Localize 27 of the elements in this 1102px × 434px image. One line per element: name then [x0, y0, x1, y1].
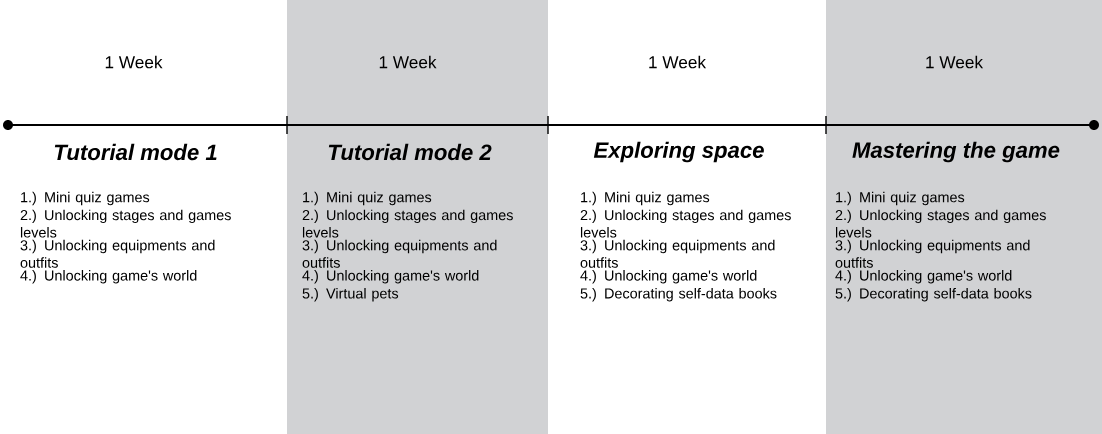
list-item: 4.) Unlocking game's world [302, 270, 479, 284]
list-item: 5.) Virtual pets [302, 287, 399, 302]
list-item: 4.) Unlocking game's world [20, 270, 197, 284]
duration-label: 1 Week [926, 55, 984, 69]
list-item: 3.) Unlocking equipments and outfits [580, 239, 775, 268]
list-item: 3.) Unlocking equipments and outfits [302, 239, 497, 268]
list-item: 3.) Unlocking equipments and outfits [20, 239, 215, 268]
list-item: 2.) Unlocking stages and games levels [20, 209, 231, 238]
phase-title: Tutorial mode 1 [54, 143, 217, 161]
duration-label: 1 Week [649, 55, 707, 69]
duration-label: 1 Week [379, 55, 437, 69]
phase-title: Exploring space [593, 141, 764, 163]
list-item: 2.) Unlocking stages and games levels [302, 209, 513, 238]
list-item: 3.) Unlocking equipments and outfits [835, 239, 1030, 268]
list-item: 1.) Mini quiz games [21, 191, 150, 206]
list-item: 2.) Unlocking stages and games levels [835, 209, 1046, 238]
list-item: 2.) Unlocking stages and games levels [580, 209, 791, 238]
list-item: 1.) Mini quiz games [836, 191, 965, 206]
list-item: 5.) Decorating self-data books [835, 287, 1032, 302]
duration-label: 1 Week [105, 55, 163, 69]
list-item: 4.) Unlocking game's world [835, 270, 1012, 284]
list-item: 1.) Mini quiz games [303, 191, 432, 206]
list-item: 5.) Decorating self-data books [580, 287, 777, 302]
phase-title: Tutorial mode 2 [328, 143, 492, 161]
list-item: 1.) Mini quiz games [581, 191, 710, 206]
list-item: 4.) Unlocking game's world [580, 270, 757, 284]
phase-title: Mastering the game [852, 141, 1060, 163]
